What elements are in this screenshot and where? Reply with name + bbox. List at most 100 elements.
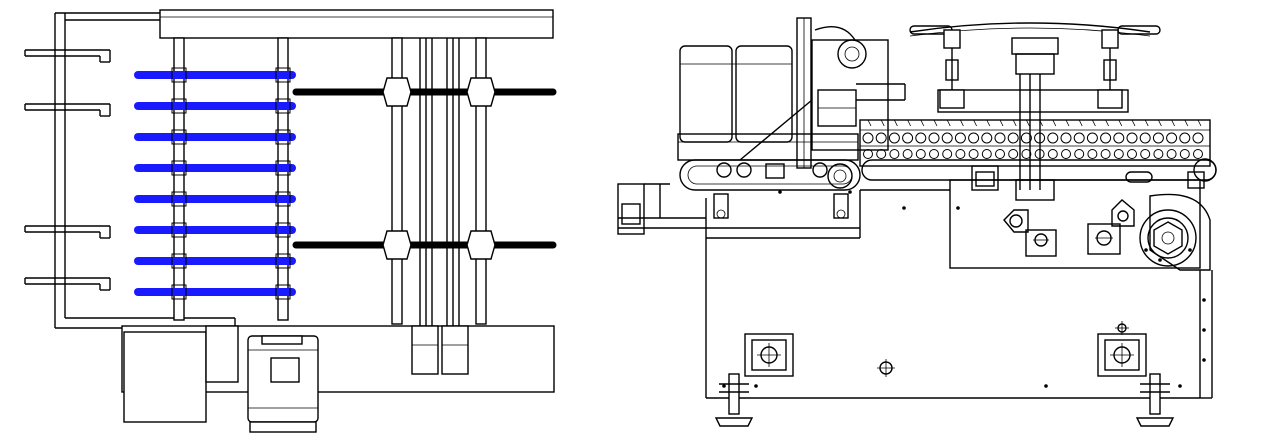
dark-rods xyxy=(292,77,557,260)
roller xyxy=(875,132,887,144)
rod-clamp xyxy=(275,222,291,238)
roller xyxy=(1100,149,1111,159)
bolt xyxy=(1188,248,1192,252)
rod-clamp xyxy=(171,253,187,269)
roller xyxy=(876,149,887,159)
roller xyxy=(1166,132,1178,144)
roller xyxy=(1100,132,1112,144)
roller xyxy=(981,149,992,159)
roller xyxy=(1034,149,1045,159)
bolt xyxy=(1144,248,1148,252)
roller xyxy=(1008,149,1019,159)
rod-clamp xyxy=(171,67,187,83)
bolt xyxy=(1178,384,1182,388)
rod-clamp xyxy=(171,222,187,238)
rod-clamp xyxy=(171,98,187,114)
roller xyxy=(1073,132,1085,144)
control-unit xyxy=(971,165,1205,191)
lift-mechanism xyxy=(739,17,906,169)
roller xyxy=(1179,132,1191,144)
roller xyxy=(995,149,1005,159)
roller xyxy=(915,132,927,144)
rod-clamp xyxy=(275,67,291,83)
roller xyxy=(1126,132,1138,144)
roller-conveyor xyxy=(859,119,1217,182)
roller xyxy=(902,149,913,159)
side-hook xyxy=(24,103,111,117)
vertical-posts xyxy=(173,37,487,326)
rod-clamp xyxy=(275,284,291,300)
top-view xyxy=(24,9,557,433)
roller xyxy=(1047,149,1058,159)
rod-clamp xyxy=(171,284,187,300)
rod-clamp xyxy=(171,191,187,207)
roller xyxy=(888,132,900,144)
rod-coupling xyxy=(466,230,496,260)
roller xyxy=(941,132,953,144)
roller xyxy=(915,149,926,159)
roller xyxy=(954,132,966,144)
top-beam xyxy=(159,9,554,39)
side-hooks xyxy=(24,49,111,291)
roller xyxy=(1061,149,1071,159)
roller xyxy=(942,149,953,159)
roller xyxy=(929,149,939,159)
rod-coupling xyxy=(466,77,496,107)
outfeed-arm xyxy=(617,183,860,235)
rod-clamp xyxy=(171,129,187,145)
infeed-belt xyxy=(679,159,861,191)
side-hook xyxy=(24,49,111,63)
roller xyxy=(928,132,940,144)
motor-window xyxy=(270,357,300,383)
center-mark xyxy=(877,359,895,377)
clamp-handle-right[interactable] xyxy=(1097,25,1161,109)
roller xyxy=(968,149,979,159)
bolt xyxy=(848,190,852,194)
roller xyxy=(955,149,966,159)
bolt xyxy=(1202,358,1206,362)
bolt xyxy=(1202,328,1206,332)
bolt xyxy=(1044,384,1048,388)
roller xyxy=(1020,132,1032,144)
rod-clamp xyxy=(275,98,291,114)
roller xyxy=(981,132,993,144)
roller xyxy=(1113,132,1125,144)
bolt xyxy=(778,190,782,194)
bolt xyxy=(754,384,758,388)
roller xyxy=(889,149,900,159)
roller xyxy=(1179,149,1190,159)
rod-clamp xyxy=(275,253,291,269)
roller xyxy=(1193,149,1203,159)
gauge-box-right xyxy=(1097,321,1147,377)
roller xyxy=(1139,132,1151,144)
bolt xyxy=(902,206,906,210)
side-hook xyxy=(24,225,111,239)
main-frame xyxy=(705,179,1213,399)
base-structure xyxy=(121,325,555,433)
roller xyxy=(1140,149,1151,159)
rollers xyxy=(862,119,1204,159)
bolt xyxy=(1158,258,1162,262)
roller xyxy=(1007,132,1019,144)
rod-coupling xyxy=(382,77,412,107)
rod-clamp xyxy=(171,160,187,176)
rod-clamp xyxy=(275,160,291,176)
leveling-feet xyxy=(714,373,1175,427)
roller xyxy=(863,149,873,159)
rod-clamp xyxy=(275,129,291,145)
feed-hopper xyxy=(677,45,859,161)
meters xyxy=(1003,199,1135,257)
roller xyxy=(968,132,980,144)
bolt xyxy=(956,206,960,210)
roller xyxy=(1166,149,1177,159)
roller xyxy=(1113,149,1124,159)
gauge-box-left xyxy=(744,333,794,377)
side-view xyxy=(617,17,1217,427)
rod-coupling xyxy=(382,230,412,260)
roller xyxy=(1034,132,1046,144)
clamp-handle-left[interactable] xyxy=(909,25,965,109)
roller xyxy=(1074,149,1085,159)
clamp-rail xyxy=(909,22,1151,201)
